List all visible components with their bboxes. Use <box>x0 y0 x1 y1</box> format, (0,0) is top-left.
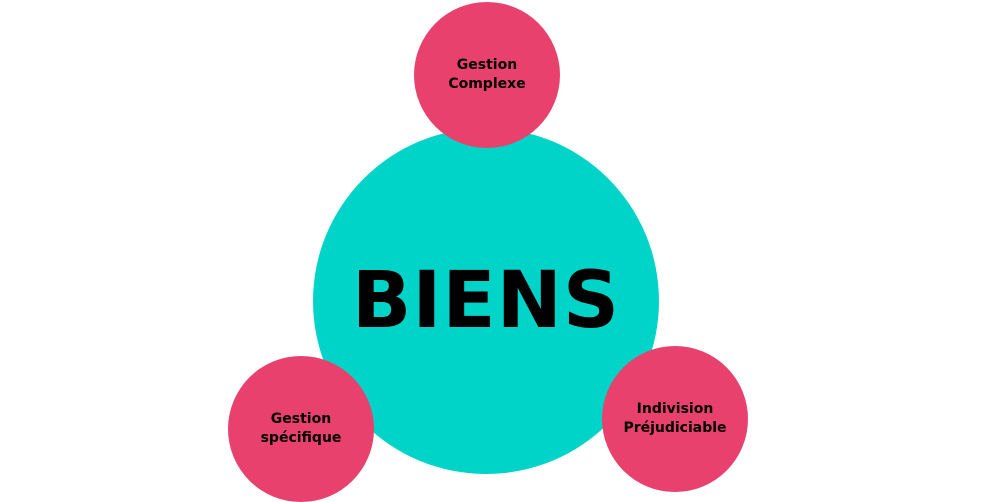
center-label: BIENS <box>351 256 621 346</box>
satellite-label-top: Gestion Complexe <box>448 56 525 94</box>
satellite-circle-gestion-complexe: Gestion Complexe <box>414 2 560 148</box>
satellite-circle-gestion-specifique: Gestion spécifique <box>228 356 374 502</box>
satellite-label-right: Indivision Préjudiciable <box>623 400 726 438</box>
satellite-top-line2: Complexe <box>448 76 526 92</box>
satellite-right-line2: Préjudiciable <box>623 420 727 436</box>
satellite-left-line1: Gestion <box>270 411 332 427</box>
satellite-left-line2: spécifique <box>260 430 342 446</box>
satellite-right-line1: Indivision <box>636 401 714 417</box>
satellite-circle-indivision-prejudiciable: Indivision Préjudiciable <box>602 346 748 492</box>
satellite-label-left: Gestion spécifique <box>261 410 342 448</box>
satellite-top-line1: Gestion <box>456 57 518 73</box>
